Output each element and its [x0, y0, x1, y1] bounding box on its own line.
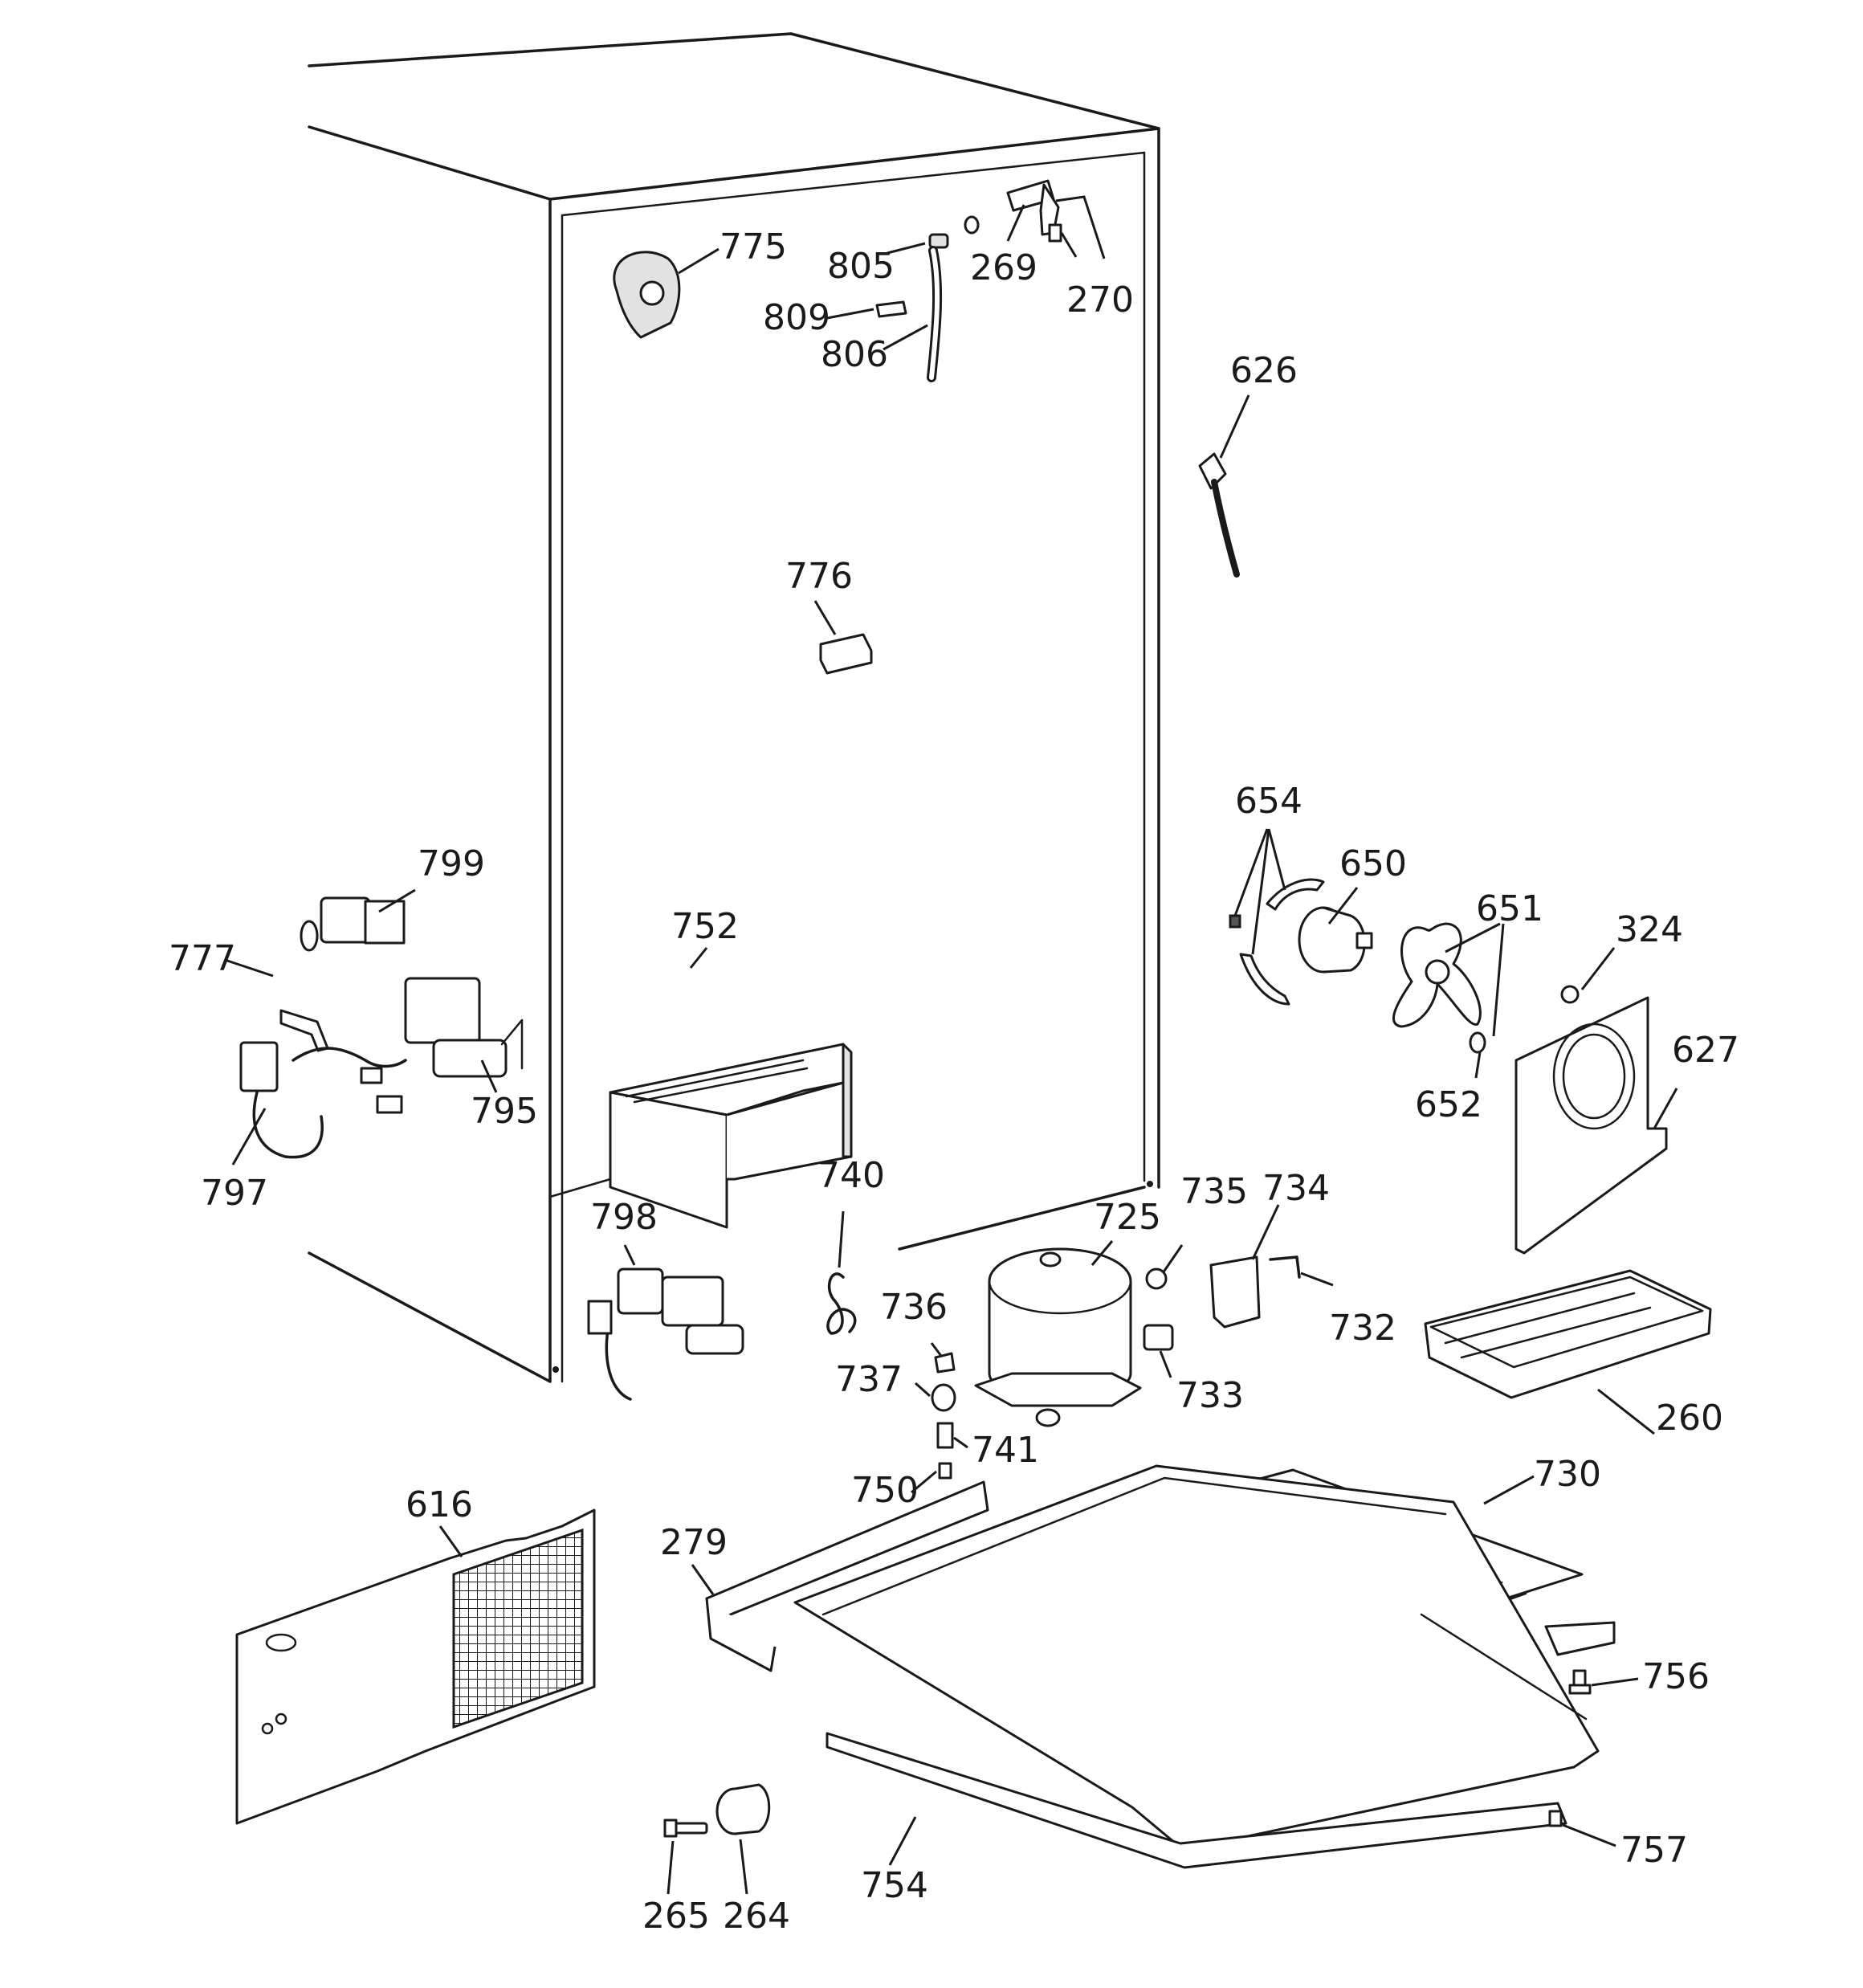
callout-626: 626 — [1230, 350, 1298, 391]
callout-797: 797 — [201, 1173, 268, 1214]
callout-805: 805 — [827, 246, 895, 287]
part-798-dual-water-valve — [587, 1268, 744, 1401]
callout-757: 757 — [1620, 1830, 1688, 1871]
part-806-tube — [927, 246, 943, 382]
callout-733: 733 — [1176, 1375, 1244, 1416]
callout-265: 265 — [642, 1896, 710, 1937]
part-264-foot — [715, 1783, 771, 1835]
part-756-leveling-leg — [1568, 1669, 1592, 1695]
callout-732: 732 — [1329, 1308, 1396, 1349]
part-725-compressor — [974, 1247, 1142, 1427]
callout-650: 650 — [1339, 843, 1407, 884]
part-734-relay — [1209, 1255, 1261, 1329]
cabinet-body — [308, 32, 1160, 1383]
part-809-screw — [875, 300, 907, 318]
callout-270: 270 — [1066, 280, 1134, 320]
callout-269: 269 — [970, 247, 1037, 288]
part-279-support-rail — [705, 1480, 989, 1672]
callout-260: 260 — [1656, 1398, 1723, 1439]
callout-799: 799 — [418, 843, 485, 884]
part-752-ice-dispenser-housing — [609, 1043, 853, 1229]
callout-806: 806 — [821, 334, 888, 375]
callout-734: 734 — [1262, 1168, 1330, 1209]
callout-776: 776 — [785, 556, 853, 597]
part-260-drain-pan — [1424, 1269, 1712, 1399]
part-799-water-valve — [300, 896, 406, 952]
part-652-washer — [1469, 1031, 1486, 1054]
leader-lines — [224, 195, 1678, 1895]
base-pan — [793, 1464, 1616, 1849]
callout-735: 735 — [1180, 1171, 1248, 1212]
callout-279: 279 — [660, 1522, 728, 1563]
part-265-screw — [663, 1819, 708, 1838]
callout-754: 754 — [861, 1865, 928, 1906]
callout-labels: 775 805 269 270 809 806 626 776 654 650 … — [169, 227, 1739, 1937]
callout-809: 809 — [763, 297, 830, 338]
callout-736: 736 — [880, 1287, 948, 1328]
callout-775: 775 — [720, 227, 787, 267]
callout-750: 750 — [851, 1470, 919, 1511]
part-737-grommet — [931, 1383, 956, 1412]
part-735-grommet — [1145, 1268, 1168, 1290]
callout-627: 627 — [1672, 1030, 1739, 1071]
callout-798: 798 — [590, 1197, 658, 1238]
callout-651: 651 — [1476, 888, 1543, 929]
callout-777: 777 — [169, 938, 236, 979]
part-775-damper-control — [613, 251, 681, 339]
part-741-sleeve — [936, 1422, 954, 1449]
callout-756: 756 — [1642, 1656, 1710, 1697]
part-733-overload — [1143, 1324, 1174, 1351]
callout-725: 725 — [1094, 1197, 1161, 1238]
part-270-screw — [1048, 223, 1062, 243]
part-777-bracket — [279, 1009, 329, 1052]
part-650-fan-motor — [1298, 906, 1373, 974]
callout-795: 795 — [471, 1091, 538, 1132]
callout-324: 324 — [1616, 909, 1683, 950]
part-754-front-rail — [826, 1732, 1567, 1869]
callout-741: 741 — [972, 1430, 1039, 1471]
callout-654: 654 — [1235, 781, 1302, 822]
callout-264: 264 — [723, 1896, 790, 1937]
part-776-bracket — [819, 633, 873, 675]
callout-740: 740 — [817, 1155, 885, 1196]
part-797-wire-harness — [239, 1041, 407, 1159]
part-627-fan-shroud — [1514, 996, 1668, 1255]
part-732-bracket — [1269, 1255, 1301, 1279]
callout-752: 752 — [671, 906, 739, 947]
part-651-fan-blade — [1392, 922, 1482, 1028]
callout-730: 730 — [1534, 1454, 1601, 1495]
part-740-spring — [826, 1272, 857, 1335]
part-757-screw — [1548, 1810, 1563, 1827]
part-654-motor-brackets — [1229, 878, 1325, 1006]
callout-737: 737 — [835, 1359, 903, 1400]
part-269-fitting — [964, 179, 1060, 236]
part-795-water-valve — [404, 977, 524, 1078]
part-324-screw — [1560, 985, 1580, 1004]
callout-652: 652 — [1415, 1084, 1482, 1125]
part-626-power-cord — [1198, 452, 1240, 578]
part-616-access-grille — [235, 1508, 596, 1825]
callout-616: 616 — [406, 1484, 473, 1525]
part-805-clip — [928, 233, 949, 249]
part-750-screw — [938, 1462, 952, 1480]
part-736-clip — [934, 1352, 956, 1374]
